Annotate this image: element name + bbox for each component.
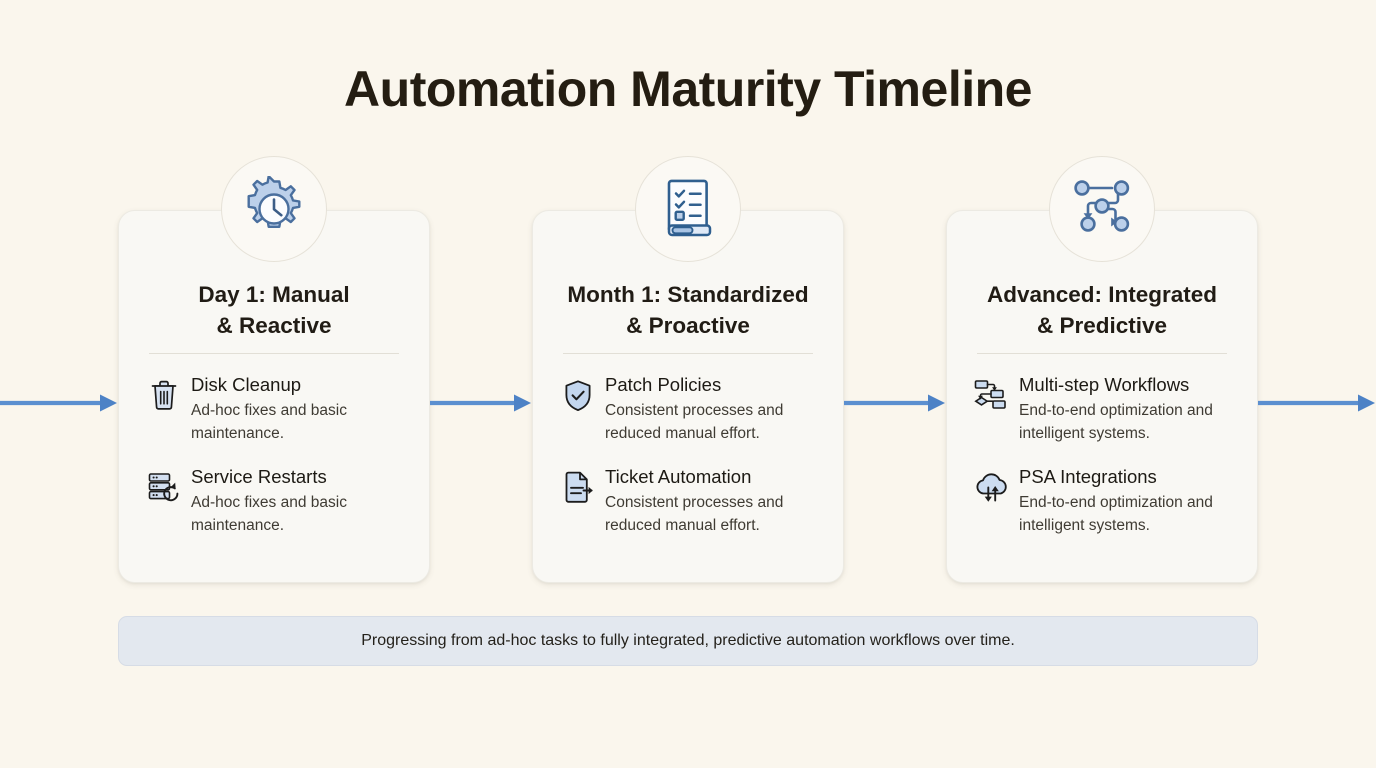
feature-item[interactable]: Multi-step Workflows End-to-end optimiza…: [969, 373, 1239, 445]
stage-title-2: Month 1: Standardized& Proactive: [567, 282, 809, 338]
document-arrow-icon: [555, 465, 601, 507]
server-restart-icon: [141, 465, 187, 507]
flowchart-icon: [969, 373, 1015, 415]
feature-name: Multi-step Workflows: [1019, 374, 1190, 395]
feature-name: Service Restarts: [191, 466, 327, 487]
shield-check-icon: [555, 373, 601, 415]
feature-item[interactable]: Ticket Automation Consistent processes a…: [555, 465, 825, 537]
feature-desc: Consistent processes and reduced manual …: [605, 494, 784, 534]
gear-clock-icon: [221, 156, 327, 262]
checklist-document-icon: [635, 156, 741, 262]
page-title: Automation Maturity Timeline: [344, 61, 1032, 117]
feature-item[interactable]: Disk Cleanup Ad-hoc fixes and basic main…: [141, 373, 411, 445]
feature-list-3: Multi-step Workflows End-to-end optimiza…: [969, 373, 1239, 537]
feature-item[interactable]: Patch Policies Consistent processes and …: [555, 373, 825, 445]
feature-list-1: Disk Cleanup Ad-hoc fixes and basic main…: [141, 373, 411, 537]
feature-name: Ticket Automation: [605, 466, 752, 487]
feature-desc: Consistent processes and reduced manual …: [605, 402, 784, 442]
stage-title-3: Advanced: Integrated& Predictive: [986, 282, 1218, 338]
stage-title-1: Day 1: Manual& Reactive: [198, 282, 350, 338]
feature-item[interactable]: PSA Integrations End-to-end optimization…: [969, 465, 1239, 537]
feature-desc: Ad-hoc fixes and basic maintenance.: [191, 494, 347, 534]
cloud-sync-icon: [969, 465, 1015, 507]
summary-banner: Progressing from ad-hoc tasks to fully i…: [118, 616, 1258, 666]
stage-card-1[interactable]: Day 1: Manual& Reactive: [118, 156, 430, 583]
card-divider: [977, 353, 1227, 354]
arrow-stage-2-to-3: [844, 392, 946, 414]
feature-name: PSA Integrations: [1019, 466, 1157, 487]
feature-item[interactable]: Service Restarts Ad-hoc fixes and basic …: [141, 465, 411, 537]
feature-desc: End-to-end optimization and intelligent …: [1019, 494, 1213, 534]
feature-name: Disk Cleanup: [191, 374, 302, 395]
arrow-stage-1-to-2: [430, 392, 532, 414]
feature-list-2: Patch Policies Consistent processes and …: [555, 373, 825, 537]
feature-name: Patch Policies: [605, 374, 722, 395]
stage-card-3[interactable]: Advanced: Integrated& Predictive: [946, 156, 1258, 583]
stage-card-2[interactable]: Month 1: Standardized& Proactive Patch P…: [532, 156, 844, 583]
arrow-out-of-stage-3: [1258, 392, 1376, 414]
timeline-stages: Day 1: Manual& Reactive: [0, 156, 1376, 585]
node-graph-icon: [1049, 156, 1155, 262]
feature-desc: End-to-end optimization and intelligent …: [1019, 402, 1213, 442]
trash-icon: [141, 373, 187, 415]
feature-desc: Ad-hoc fixes and basic maintenance.: [191, 402, 347, 442]
summary-text: Progressing from ad-hoc tasks to fully i…: [361, 632, 1015, 649]
arrow-into-stage-1: [0, 392, 118, 414]
card-divider: [563, 353, 813, 354]
card-divider: [149, 353, 399, 354]
